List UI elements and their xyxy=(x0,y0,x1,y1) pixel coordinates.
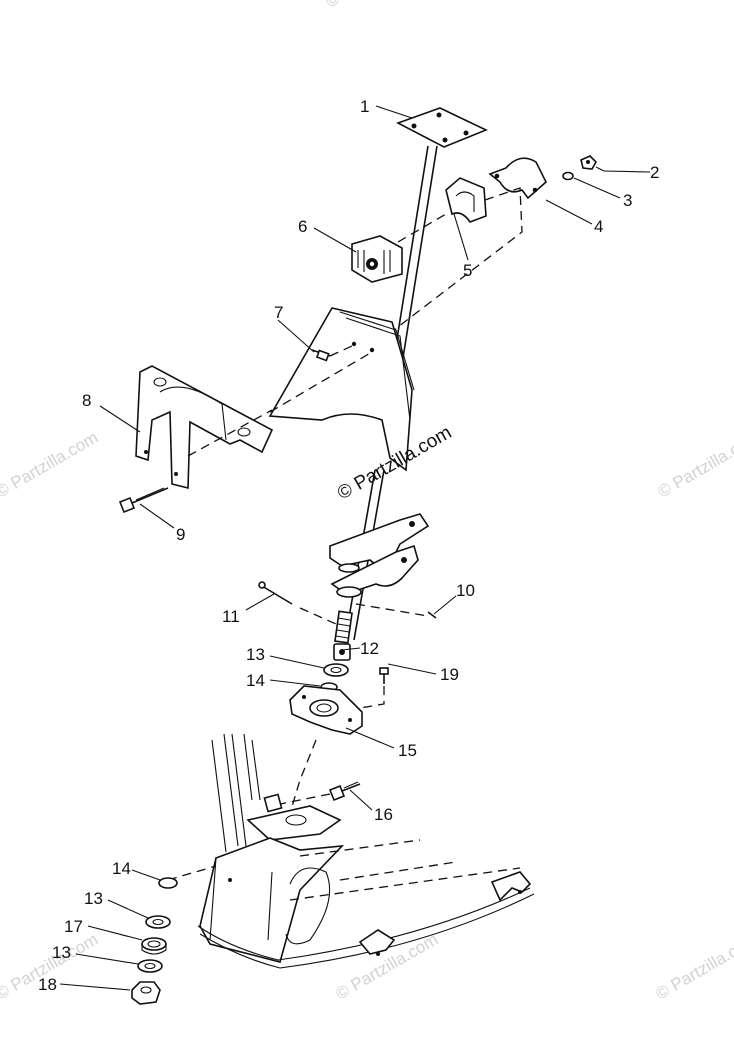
lower-bushing xyxy=(351,235,403,283)
watermark-top-center: © Partzilla.com xyxy=(323,0,432,11)
chassis-frame xyxy=(197,733,535,969)
bracket-mount-bolt xyxy=(118,487,169,514)
callout-2: 2 xyxy=(650,163,659,182)
shaft-coupler xyxy=(333,643,351,661)
callout-4: 4 xyxy=(594,217,603,236)
mounting-bracket xyxy=(135,365,274,490)
callout-13-upper: 13 xyxy=(246,645,265,664)
callout-19: 19 xyxy=(440,665,459,684)
frame-bolt xyxy=(328,781,361,802)
lower-o-ring xyxy=(158,877,178,889)
callout-12: 12 xyxy=(360,639,379,658)
lower-shaft xyxy=(334,610,353,644)
callout-7: 7 xyxy=(274,303,283,322)
watermark-right: © Partzilla.com xyxy=(655,428,734,502)
callout-14-upper: 14 xyxy=(246,671,265,690)
bearing-bolt xyxy=(379,667,389,684)
upper-bushing xyxy=(445,177,487,223)
callout-18: 18 xyxy=(38,975,57,994)
steering-arm xyxy=(329,513,430,598)
clamp-washer xyxy=(562,171,574,181)
callout-14-lower: 14 xyxy=(112,859,131,878)
callout-11: 11 xyxy=(222,607,240,626)
lower-washer-top xyxy=(145,915,171,929)
callout-16: 16 xyxy=(374,805,393,824)
callout-3: 3 xyxy=(623,191,632,210)
steering-support-bracket xyxy=(268,307,415,472)
watermark-bottom-right: © Partzilla.com xyxy=(653,930,734,1004)
callout-5: 5 xyxy=(463,261,472,280)
callout-17: 17 xyxy=(64,917,83,936)
steering-bearing-block xyxy=(289,685,363,735)
watermark-left: © Partzilla.com xyxy=(0,428,101,502)
callout-9: 9 xyxy=(176,525,185,544)
cotter-rod xyxy=(258,581,293,605)
clamp-nut xyxy=(580,155,597,170)
leader-lines xyxy=(59,105,651,991)
callout-1: 1 xyxy=(360,97,369,116)
lower-washer-bottom xyxy=(137,959,163,973)
upper-washer xyxy=(323,663,349,677)
castle-nut xyxy=(131,981,161,1005)
spacer xyxy=(141,937,167,955)
callout-15: 15 xyxy=(398,741,417,760)
steering-clamp xyxy=(488,157,547,200)
callout-13-lower-bottom: 13 xyxy=(52,943,71,962)
callout-10: 10 xyxy=(456,581,475,600)
callout-13-lower-top: 13 xyxy=(84,889,103,908)
pin xyxy=(427,611,437,619)
callout-6: 6 xyxy=(298,217,307,236)
callout-8: 8 xyxy=(82,391,91,410)
bracket-bolt xyxy=(311,349,331,362)
